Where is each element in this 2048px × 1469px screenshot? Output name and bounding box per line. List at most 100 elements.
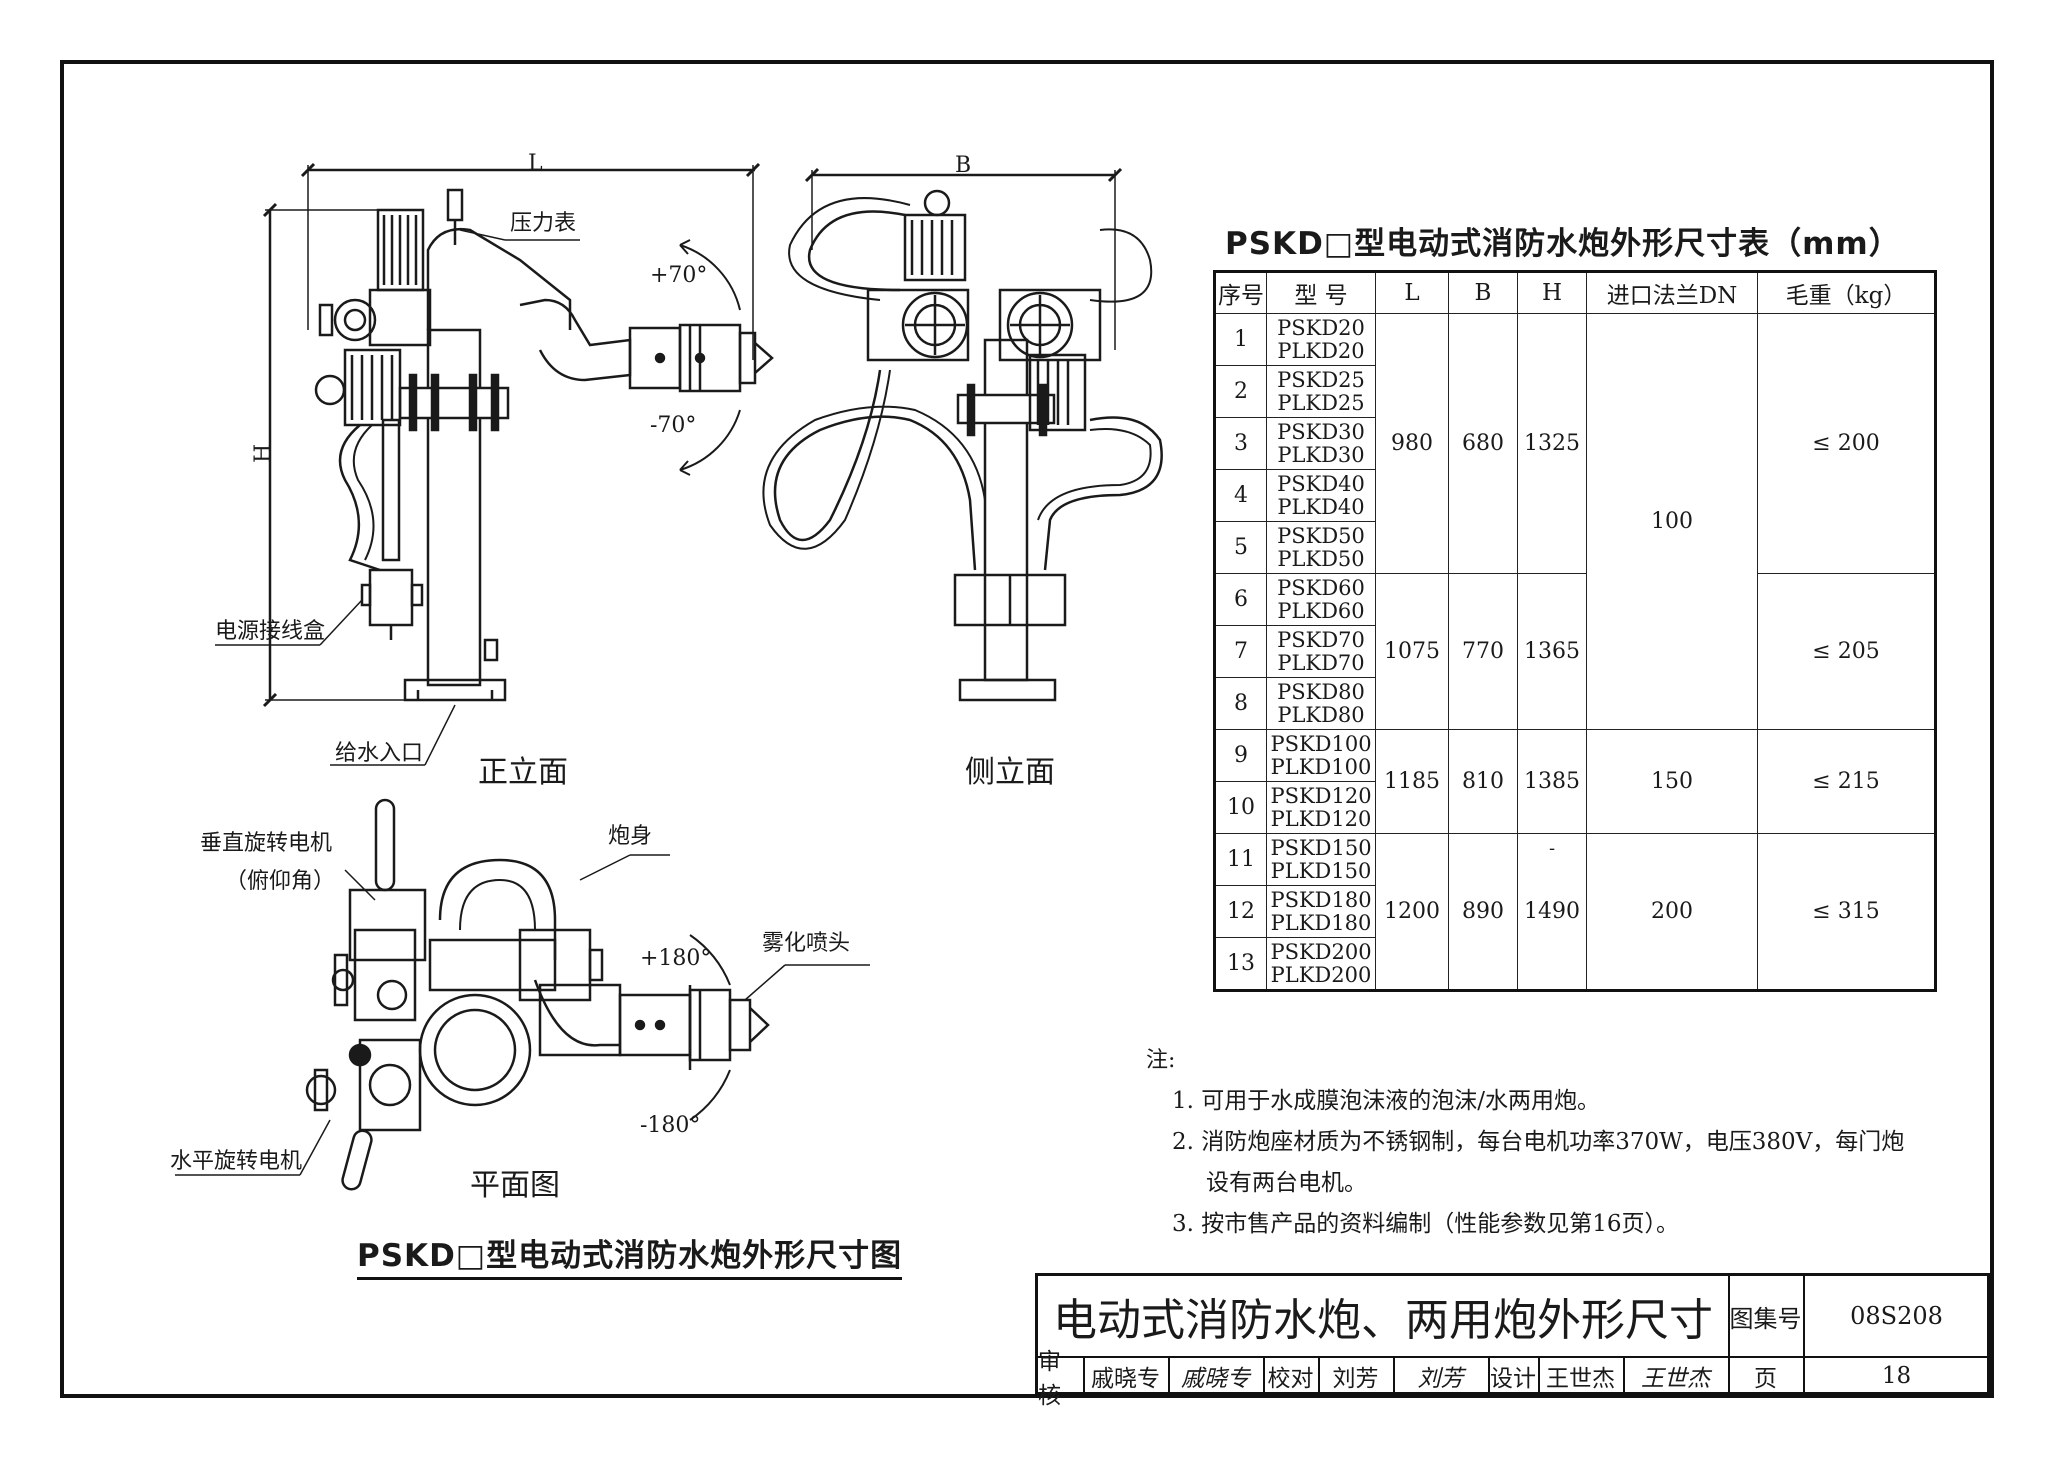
model-primary: PSKD180 <box>1270 887 1372 912</box>
seq-cell: 4 <box>1214 469 1267 522</box>
weight-cell: ≤ 200 <box>1757 313 1936 574</box>
reviewer-name: 戚晓专 <box>1083 1356 1170 1395</box>
notes-heading: 注: <box>1146 1048 1176 1073</box>
note-item: 3. 按市售产品的资料编制（性能参数见第16页）。 <box>1172 1211 1680 1237</box>
header-weight: 毛重（kg） <box>1757 271 1936 314</box>
seq-cell: 1 <box>1214 313 1267 366</box>
model-secondary: PLKD180 <box>1270 910 1372 935</box>
model-primary: PSKD40 <box>1277 471 1365 496</box>
seq-cell: 13 <box>1214 937 1267 991</box>
rot-pos-label: +180° <box>640 946 711 971</box>
drawing-frame <box>60 60 1994 1398</box>
model-primary: PSKD30 <box>1277 419 1365 444</box>
up-angle-label: +70° <box>650 263 707 288</box>
seq-cell: 9 <box>1214 729 1267 782</box>
seq-cell: 5 <box>1214 521 1267 574</box>
designer-signature: 王世杰 <box>1623 1356 1730 1395</box>
H-cell: 1365 <box>1517 573 1587 730</box>
model-primary: PSKD80 <box>1277 679 1365 704</box>
weight-cell: ≤ 215 <box>1757 729 1936 834</box>
B-cell: 890 <box>1448 833 1518 991</box>
vertical-motor-sub-label: （俯仰角） <box>225 869 335 894</box>
title-block-signature-row: 审核 戚晓专 戚晓专 校对 刘芳 刘芳 设计 王世杰 王世杰 页 18 <box>1038 1349 1990 1409</box>
header-B: B <box>1448 271 1518 314</box>
review-label: 审核 <box>1038 1349 1085 1409</box>
model-secondary: PLKD200 <box>1270 962 1372 987</box>
down-angle-label: -70° <box>650 413 696 438</box>
front-elevation-drawing <box>215 162 774 766</box>
seq-cell: 6 <box>1214 573 1267 626</box>
model-secondary: PLKD120 <box>1270 806 1372 831</box>
nozzle-label: 雾化喷头 <box>762 931 850 956</box>
model-primary: PSKD150 <box>1270 835 1372 860</box>
model-secondary: PLKD20 <box>1277 338 1365 363</box>
seq-cell: 2 <box>1214 365 1267 418</box>
H-cell: - 1490 <box>1517 833 1587 991</box>
design-label: 设计 <box>1488 1356 1540 1395</box>
note-item: 1. 可用于水成膜泡沫液的泡沫/水两用炮。 <box>1172 1088 1601 1114</box>
model-primary: PSKD70 <box>1277 627 1365 652</box>
model-primary: PSKD50 <box>1277 523 1365 548</box>
weight-cell: ≤ 205 <box>1757 573 1936 730</box>
model-primary: PSKD20 <box>1277 315 1365 340</box>
inlet-dn-cell: 150 <box>1586 729 1758 834</box>
model-secondary: PLKD50 <box>1277 546 1365 571</box>
header-inlet-dn: 进口法兰DN <box>1586 271 1758 314</box>
check-label: 校对 <box>1263 1356 1320 1395</box>
note-item: 2. 消防炮座材质为不锈钢制，每台电机功率370W，电压380V，每门炮 <box>1172 1129 1905 1155</box>
checker-name: 刘芳 <box>1318 1356 1395 1395</box>
checker-signature: 刘芳 <box>1393 1356 1490 1395</box>
horizontal-motor-label: 水平旋转电机 <box>170 1149 302 1174</box>
model-primary: PSKD120 <box>1270 783 1372 808</box>
B-cell: 770 <box>1448 573 1518 730</box>
seq-cell: 3 <box>1214 417 1267 470</box>
model-primary: PSKD100 <box>1270 731 1372 756</box>
header-model: 型 号 <box>1266 271 1376 314</box>
title-block-title: 电动式消防水炮、两用炮外形尺寸 <box>1038 1276 1730 1358</box>
model-secondary: PLKD150 <box>1270 858 1372 883</box>
header-H: H <box>1517 271 1587 314</box>
header-L: L <box>1375 271 1449 314</box>
seq-cell: 11 <box>1214 833 1267 886</box>
H-cell: 1325 <box>1517 313 1587 574</box>
inlet-dn-cell: 200 <box>1586 833 1758 991</box>
seq-cell: 7 <box>1214 625 1267 678</box>
designer-name: 王世杰 <box>1538 1356 1625 1395</box>
model-secondary: PLKD100 <box>1270 754 1372 779</box>
barrel-label: 炮身 <box>608 824 652 849</box>
dim-B-label: B <box>955 153 971 178</box>
model-secondary: PLKD70 <box>1277 650 1365 675</box>
atlas-no-value: 08S208 <box>1803 1276 1990 1358</box>
weight-cell: ≤ 315 <box>1757 833 1936 991</box>
H-cell: 1385 <box>1517 729 1587 834</box>
pressure-gauge-label: 压力表 <box>510 211 576 236</box>
inlet-dn-cell: 100 <box>1586 313 1758 730</box>
model-primary: PSKD25 <box>1277 367 1365 392</box>
plan-view-caption: 平面图 <box>470 1168 560 1203</box>
notes-block: 注: 1. 可用于水成膜泡沫液的泡沫/水两用炮。 2. 消防炮座材质为不锈钢制，… <box>1146 1040 1904 1245</box>
dim-H-label: H <box>251 444 276 463</box>
atlas-no-label: 图集号 <box>1728 1276 1805 1358</box>
side-elevation-drawing <box>762 167 1163 702</box>
H-mark: - <box>1548 838 1556 859</box>
H-value: 1490 <box>1524 899 1580 924</box>
B-cell: 680 <box>1448 313 1518 574</box>
model-secondary: PLKD30 <box>1277 442 1365 467</box>
